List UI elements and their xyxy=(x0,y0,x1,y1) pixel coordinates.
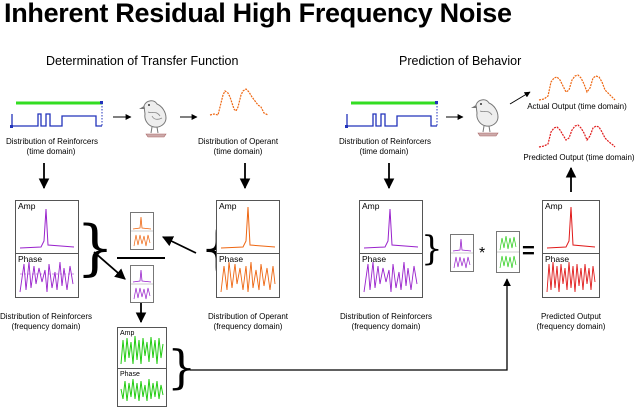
section-header-left: Determination of Transfer Function xyxy=(46,54,239,68)
arrow-icon xyxy=(162,236,197,254)
reinforcers-frequency-caption: Distribution of Reinforcers(frequency do… xyxy=(0,312,93,331)
reinforcers-frequency-panel: Amp Phase xyxy=(15,200,79,298)
equals-symbol: = xyxy=(522,238,535,263)
actual-output-caption: Actual Output (time domain) xyxy=(527,102,627,111)
brace-icon: } xyxy=(167,340,197,394)
phase-label: Phase xyxy=(362,254,387,264)
predicted-output-trace xyxy=(538,124,616,148)
predicted-output-frequency-panel: Amp Phase xyxy=(542,200,600,298)
reinforcers-frequency-panel-right: Amp Phase xyxy=(359,200,423,298)
phase-label: Phase xyxy=(120,371,140,378)
operant-frequency-panel: Amp Phase xyxy=(216,200,280,298)
reinforcers-time-caption-right: Distribution of Reinforcers(time domain) xyxy=(339,137,432,156)
phase-label: Phase xyxy=(18,254,43,264)
section-header-right: Prediction of Behavior xyxy=(399,54,522,68)
transfer-function-thumbnail xyxy=(496,231,520,273)
arrow-icon xyxy=(190,278,511,371)
amp-plot xyxy=(546,206,596,249)
phase-plot xyxy=(120,378,164,402)
division-bar xyxy=(117,257,165,259)
page-title: Inherent Residual High Frequency Noise xyxy=(4,0,512,28)
amp-plot xyxy=(363,208,419,249)
reinforcer-freq-thumbnail-right xyxy=(450,234,474,272)
actual-output-trace xyxy=(538,74,616,101)
phase-plot xyxy=(363,261,418,293)
amp-label: Amp xyxy=(219,201,237,211)
reinforcer-time-trace-right xyxy=(345,101,438,128)
reinforcer-time-trace xyxy=(10,101,103,128)
amp-label: Amp xyxy=(120,330,135,337)
brace-icon: } xyxy=(76,213,115,283)
brace-icon: } xyxy=(421,229,443,269)
reinforcer-freq-thumbnail xyxy=(130,265,154,303)
operant-frequency-caption: Distribution of Operant(frequency domain… xyxy=(207,312,289,331)
phase-label: Phase xyxy=(545,254,570,264)
amp-label: Amp xyxy=(18,201,36,211)
amp-label: Amp xyxy=(545,201,563,211)
amp-label: Amp xyxy=(362,201,380,211)
predicted-output-time-caption: Predicted Output (time domain) xyxy=(523,153,635,162)
amp-plot xyxy=(120,335,164,365)
operant-time-caption: Distribution of Operant(time domain) xyxy=(198,137,279,156)
arrow-icon xyxy=(93,251,126,280)
phase-plot xyxy=(19,261,74,293)
arrow-icon xyxy=(509,91,531,105)
transfer-function-panel: Amp Phase xyxy=(117,327,167,407)
reinforcers-time-caption: Distribution of Reinforcers(time domain) xyxy=(6,137,99,156)
operant-freq-thumbnail xyxy=(130,212,154,250)
bird-icon xyxy=(471,99,499,137)
amp-plot xyxy=(19,208,75,249)
phase-plot xyxy=(220,261,276,293)
phase-label: Phase xyxy=(219,254,244,264)
phase-plot xyxy=(546,261,596,293)
reinforcers-frequency-caption-right: Distribution of Reinforcers(frequency do… xyxy=(339,312,433,331)
bird-icon xyxy=(139,100,167,138)
operant-time-trace xyxy=(209,88,269,116)
multiply-symbol: * xyxy=(479,245,486,262)
predicted-output-frequency-caption: Predicted Output(frequency domain) xyxy=(536,312,606,331)
amp-plot xyxy=(220,206,276,249)
